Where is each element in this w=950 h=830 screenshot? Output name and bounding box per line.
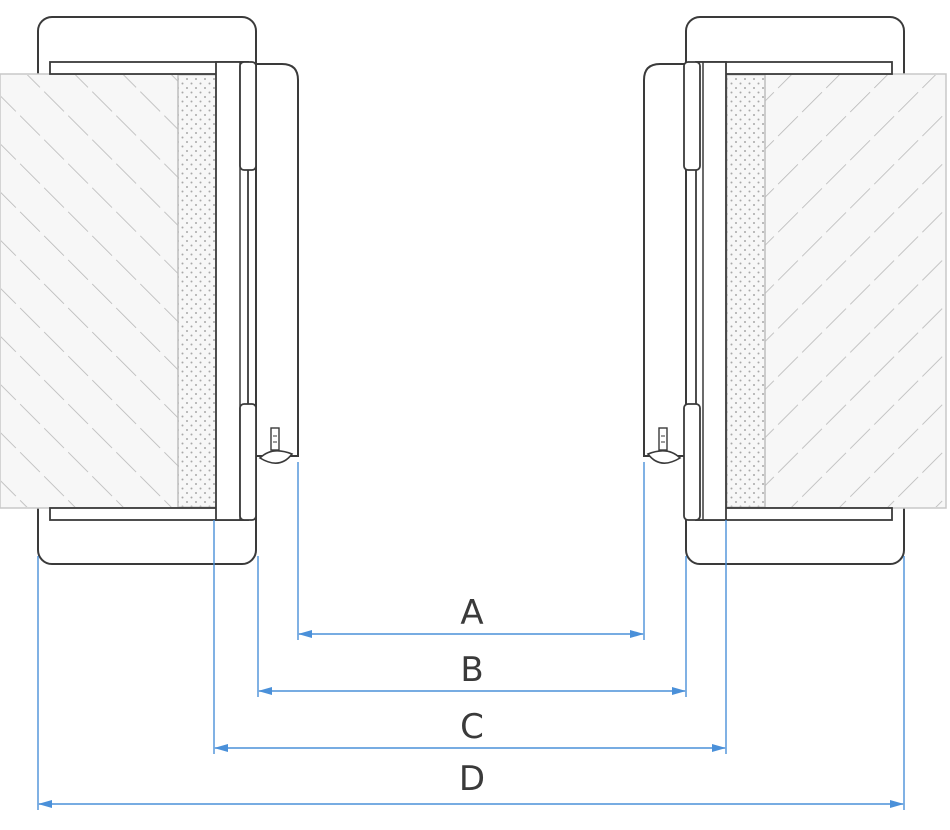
dimension-label-d: D bbox=[459, 759, 485, 799]
right-jamb bbox=[643, 16, 947, 565]
right-wall-hatch bbox=[765, 75, 945, 507]
dimension-label-c: C bbox=[460, 707, 484, 747]
right-insulation bbox=[726, 74, 766, 508]
right-door-leaf bbox=[643, 63, 687, 457]
right-top-hook bbox=[683, 61, 701, 171]
left-jamb bbox=[0, 16, 299, 565]
right-bottom-hook bbox=[683, 403, 701, 521]
dimension-lines bbox=[37, 462, 905, 810]
left-wall-hatch bbox=[1, 75, 178, 507]
left-door-leaf bbox=[255, 63, 299, 457]
left-bottom-hook bbox=[239, 403, 257, 521]
dimension-label-b: B bbox=[460, 650, 483, 690]
right-seal-icon bbox=[646, 427, 682, 464]
left-seal-icon bbox=[258, 427, 294, 464]
right-frame-profile bbox=[695, 61, 727, 521]
left-top-hook bbox=[239, 61, 257, 171]
left-insulation bbox=[177, 74, 217, 508]
dimension-label-a: A bbox=[460, 593, 483, 633]
